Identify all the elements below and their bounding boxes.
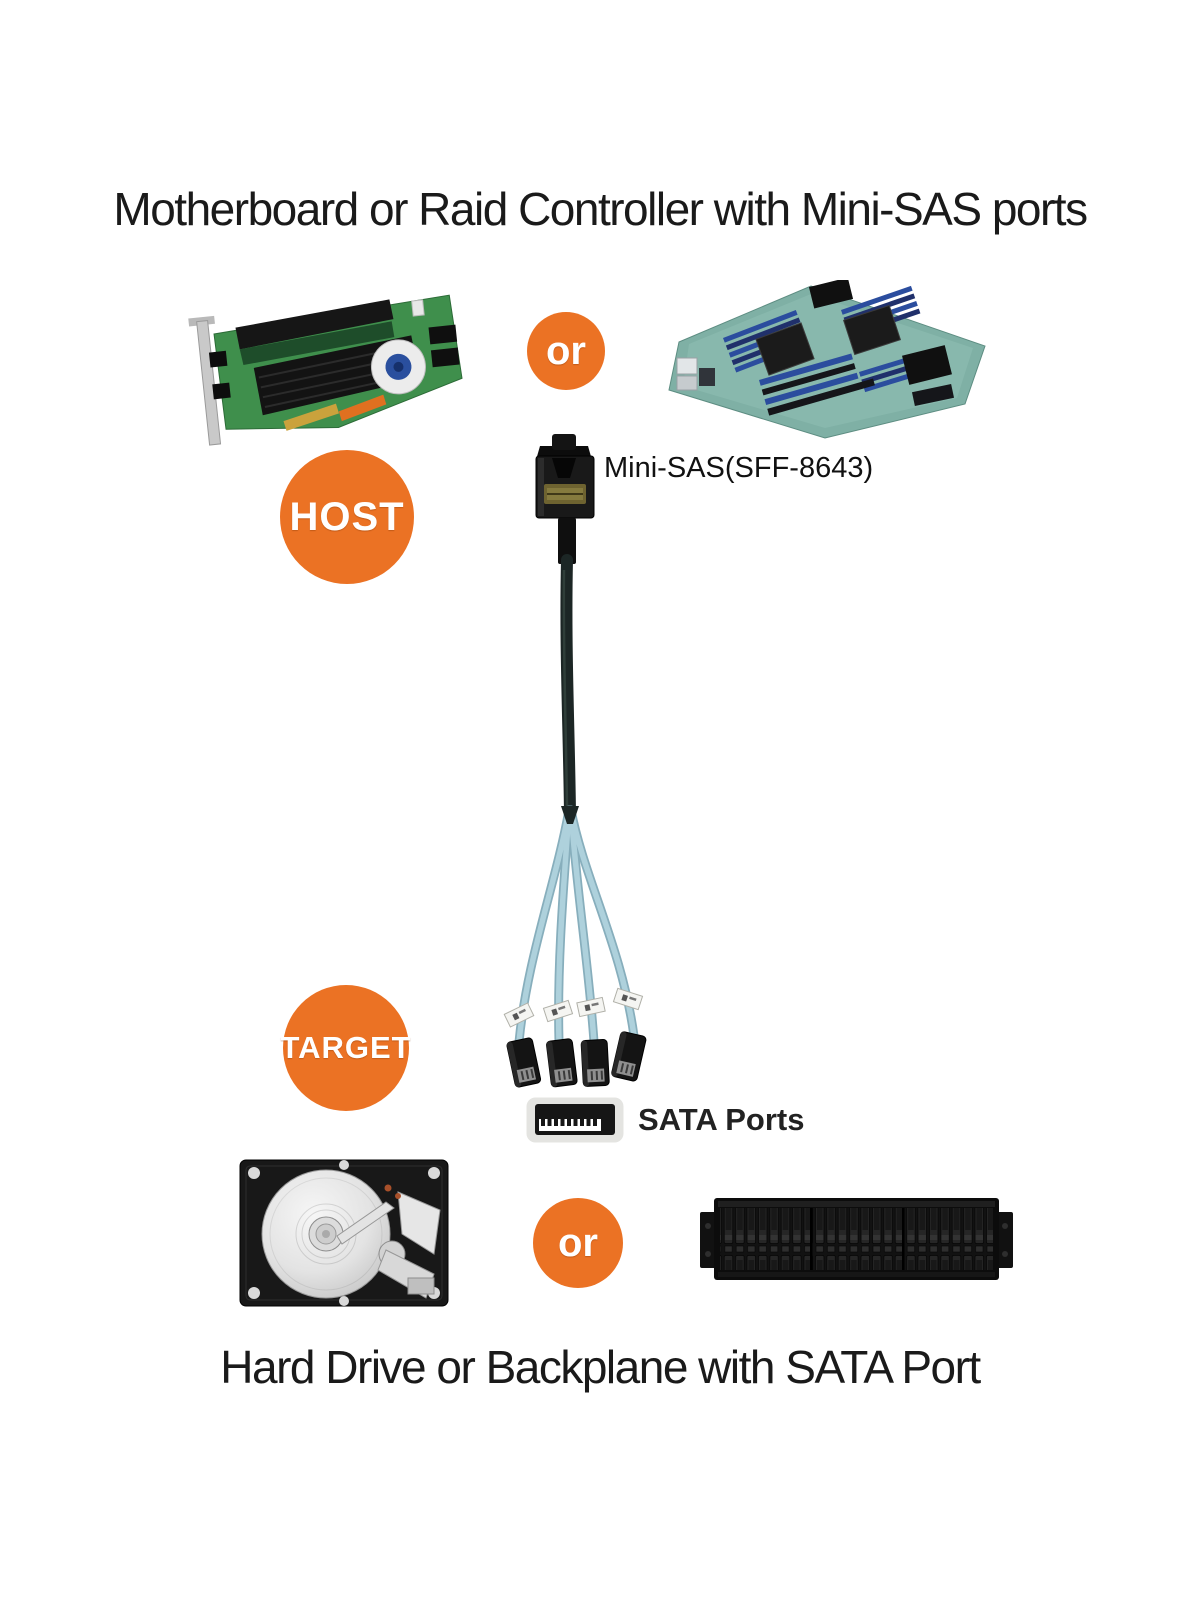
raid-controller-icon	[188, 294, 463, 446]
raid-controller-image	[182, 282, 478, 450]
bottom-title: Hard Drive or Backplane with SATA Port	[220, 1341, 981, 1393]
or-badge-top: or	[527, 312, 605, 390]
sata-port-image	[526, 1097, 624, 1143]
host-badge: HOST	[280, 450, 414, 584]
sata-ports-label: SATA Ports	[638, 1102, 805, 1137]
mini-sas-connector-icon	[535, 434, 595, 519]
target-badge: TARGET	[280, 985, 411, 1111]
motherboard-icon	[668, 280, 986, 439]
fanout-cable-image	[430, 518, 760, 1096]
sata-port-icon	[526, 1097, 624, 1143]
hard-drive-icon	[239, 1159, 449, 1307]
top-title: Motherboard or Raid Controller with Mini…	[113, 183, 1088, 235]
mini-sas-connector-image	[526, 426, 602, 524]
mini-sas-label: Mini-SAS(SFF-8643)	[604, 452, 874, 484]
hard-drive-image	[238, 1158, 450, 1308]
backplane-image	[700, 1192, 1013, 1285]
fanout-cable-icon	[503, 518, 647, 1088]
backplane-icon	[700, 1198, 1013, 1280]
or-badge-bottom: or	[533, 1198, 623, 1288]
sata-cable-connector	[506, 1031, 647, 1088]
cable-tag	[503, 987, 644, 1028]
motherboard-image	[663, 280, 989, 440]
